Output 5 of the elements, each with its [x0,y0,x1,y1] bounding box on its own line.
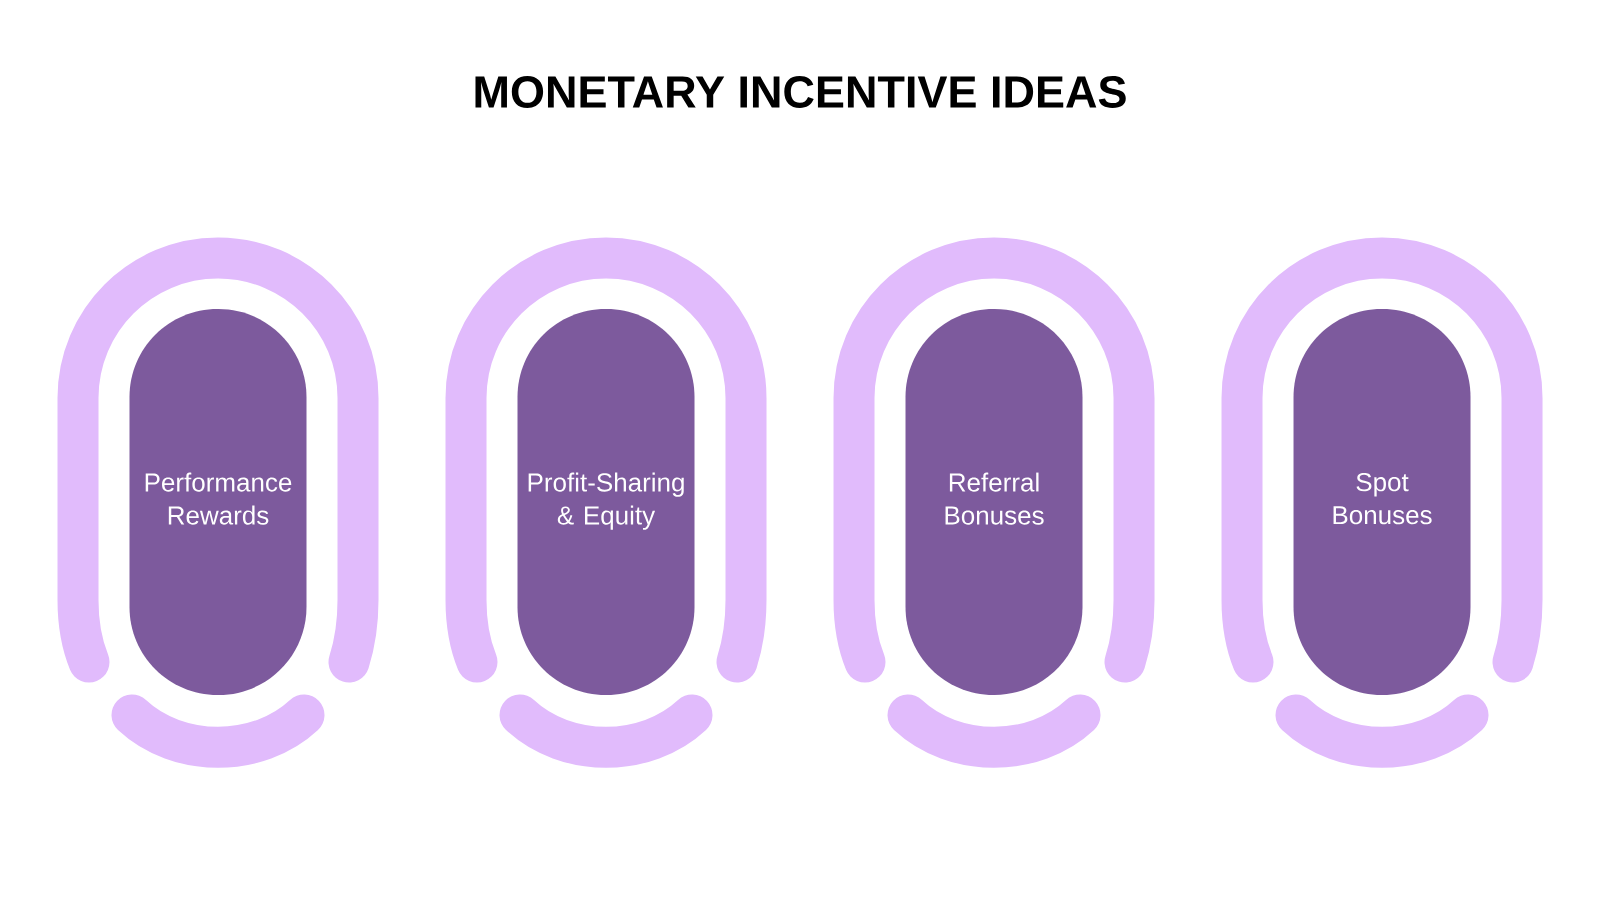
title: MONETARY INCENTIVE IDEAS [475,76,1126,108]
pill-box: Referral Bonuses [905,309,1083,695]
pill-box: Performance Rewards [129,309,307,695]
pill-box: Profit-Sharing & Equity [517,309,695,695]
pill-box: Spot Bonuses [1293,309,1471,695]
